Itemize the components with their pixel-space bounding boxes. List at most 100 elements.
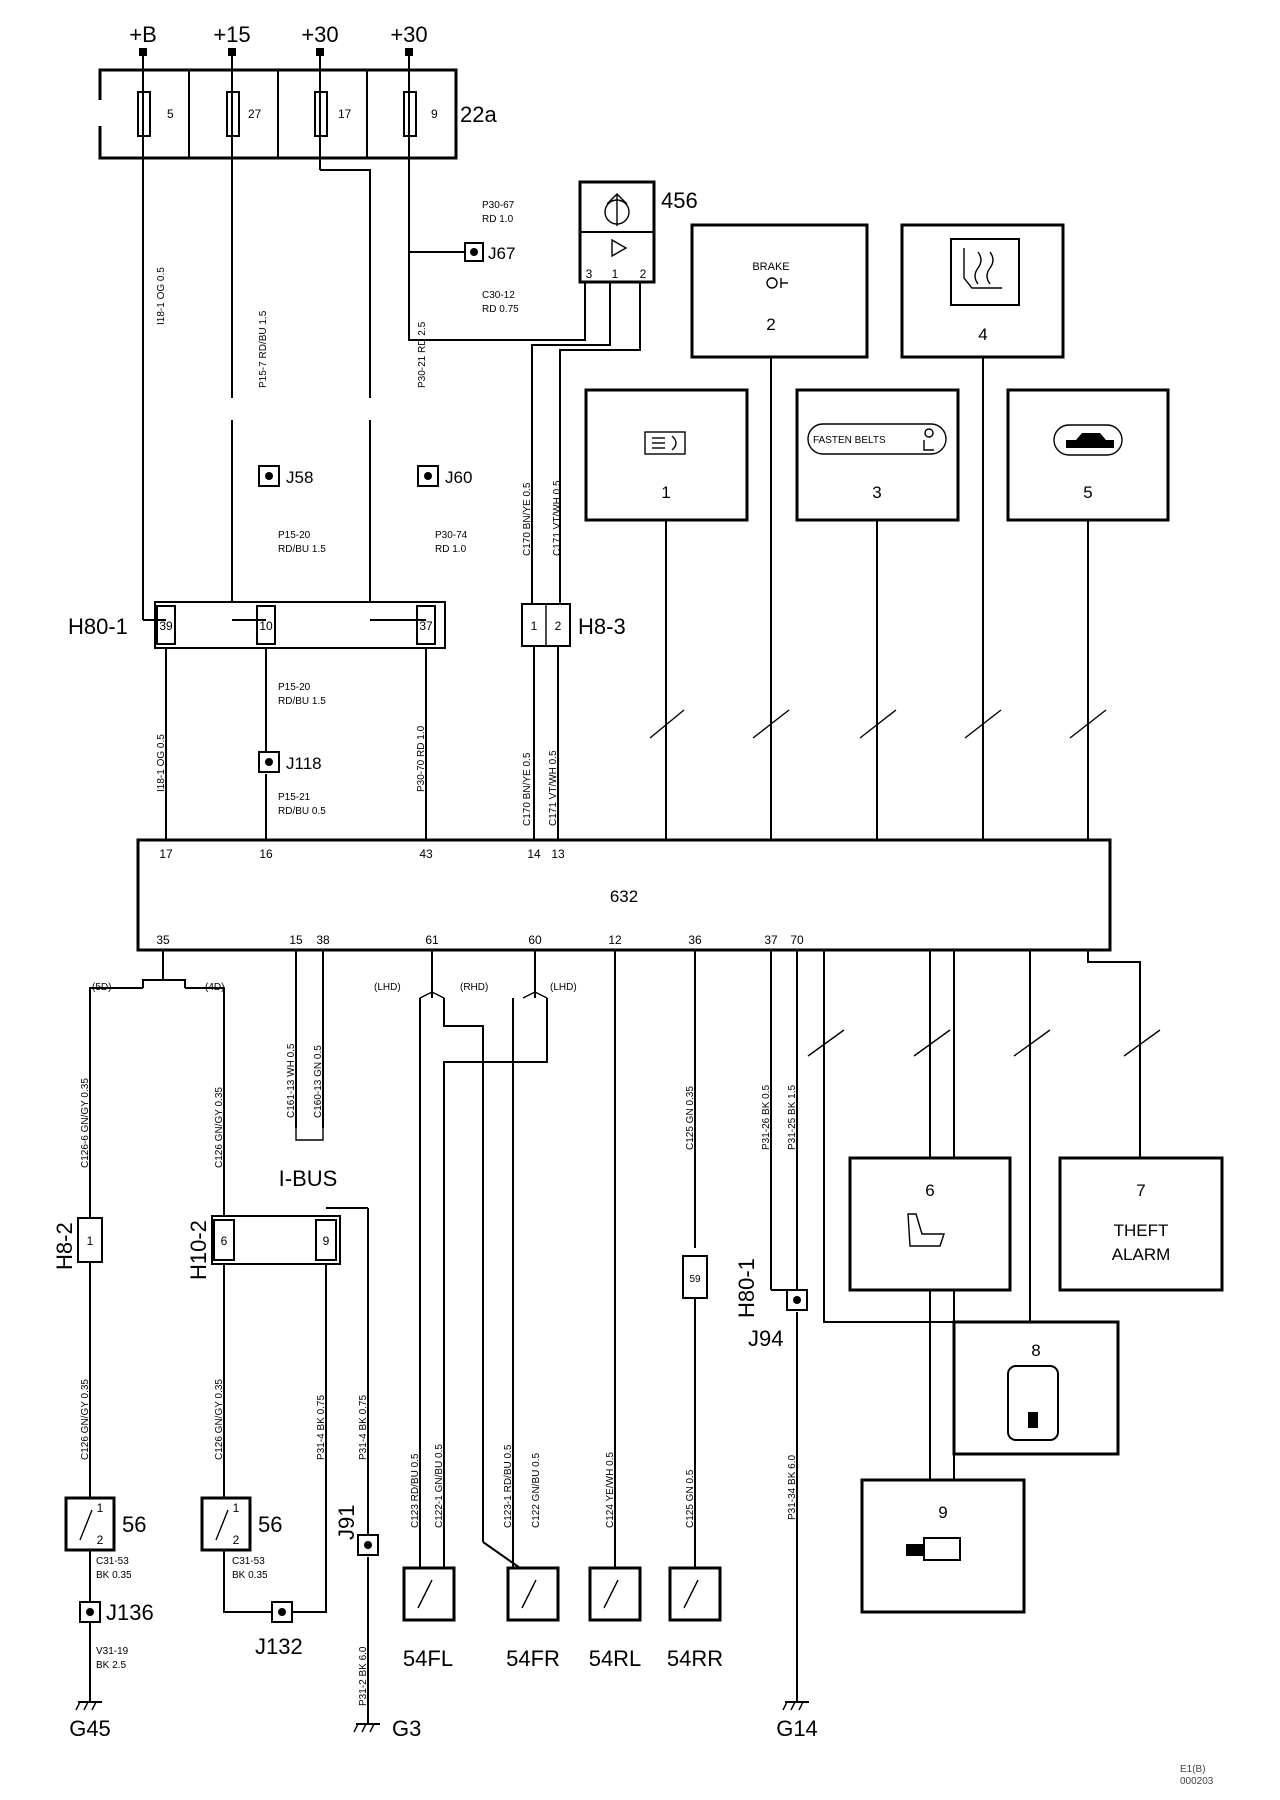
connector-pin: 39 bbox=[159, 619, 173, 633]
indicator-5-car bbox=[1006, 388, 1170, 522]
cu-top-pin: 43 bbox=[419, 847, 433, 861]
switch-pin: 3 bbox=[586, 267, 593, 281]
ground-symbol bbox=[353, 1712, 380, 1733]
connector-label: H80-1 bbox=[68, 614, 128, 639]
junction-label: J58 bbox=[286, 468, 313, 487]
indicator-number: 3 bbox=[872, 483, 881, 502]
switch-56 bbox=[64, 1496, 116, 1552]
junction-label: J132 bbox=[255, 1634, 303, 1659]
variant-label: (4D) bbox=[205, 982, 224, 993]
switch-pin: 2 bbox=[233, 1533, 240, 1547]
switch-56 bbox=[200, 1496, 252, 1552]
switch-pin: 2 bbox=[97, 1533, 104, 1547]
wire-spec: RD/BU 1.5 bbox=[278, 544, 326, 555]
wire-label: C170 BN/YE 0.5 bbox=[522, 752, 533, 826]
wire-label: P30-70 RD 1.0 bbox=[416, 725, 427, 792]
door-switch-label: 54RR bbox=[667, 1646, 723, 1671]
fuse-number: 5 bbox=[167, 107, 174, 121]
wire-label: I18-1 OG 0.5 bbox=[156, 734, 167, 792]
cu-bottom-pin: 35 bbox=[156, 933, 170, 947]
reference-code: 000203 bbox=[1180, 1776, 1214, 1787]
supply-label: +B bbox=[129, 22, 157, 47]
wire-label: C123 RD/BU 0.5 bbox=[410, 1453, 421, 1528]
switch-label: 56 bbox=[258, 1512, 282, 1537]
wire-label: P15-7 RD/BU 1.5 bbox=[258, 310, 269, 388]
connector-pin: 10 bbox=[259, 619, 273, 633]
wire-code: C31-53 bbox=[232, 1556, 265, 1567]
brake-text: BRAKE bbox=[752, 261, 789, 273]
wire-code: P30-67 bbox=[482, 200, 515, 211]
wire-label: P31-34 BK 6.0 bbox=[787, 1455, 798, 1520]
wire-code: P30-74 bbox=[435, 530, 468, 541]
wire-spec: BK 0.35 bbox=[232, 1570, 268, 1581]
junction-j60 bbox=[417, 465, 439, 487]
connector-pin: 59 bbox=[689, 1274, 701, 1285]
indicator-number: 6 bbox=[925, 1181, 934, 1200]
wire-label: P31-2 BK 6.0 bbox=[358, 1646, 369, 1706]
wire-label: C170 BN/YE 0.5 bbox=[522, 482, 533, 556]
indicator-number: 9 bbox=[938, 1503, 947, 1522]
variant-label: (5D) bbox=[92, 982, 111, 993]
wire-label: P31-4 BK 0.75 bbox=[316, 1395, 327, 1460]
junction-j91 bbox=[357, 1534, 379, 1556]
connector-pin: 1 bbox=[531, 619, 538, 633]
indicator-9 bbox=[860, 1478, 1026, 1614]
wire-label: C126 GN/GY 0.35 bbox=[214, 1379, 225, 1460]
reference-code: E1(B) bbox=[1180, 1764, 1206, 1775]
wire-label: C126-6 GN/GY 0.35 bbox=[80, 1078, 91, 1168]
wire-label: C171 VT/WH 0.5 bbox=[552, 480, 563, 556]
connector-label: H8-2 bbox=[52, 1222, 77, 1270]
fuse-box bbox=[98, 68, 458, 160]
fasten-belts-text: FASTEN BELTS bbox=[813, 435, 886, 446]
supply-label: +30 bbox=[390, 22, 427, 47]
wire-label: C123-1 RD/BU 0.5 bbox=[503, 1444, 514, 1528]
wire-spec: BK 0.35 bbox=[96, 1570, 132, 1581]
theft-text: THEFT bbox=[1114, 1221, 1169, 1240]
cu-bottom-pin: 38 bbox=[316, 933, 330, 947]
wire-label: C125 GN 0.35 bbox=[685, 1086, 696, 1150]
cu-bottom-pin: 12 bbox=[608, 933, 622, 947]
cu-bottom-pin: 37 bbox=[764, 933, 778, 947]
connector-label: H10-2 bbox=[186, 1220, 211, 1280]
wire-label: C125 GN 0.5 bbox=[685, 1469, 696, 1528]
switch-label: 56 bbox=[122, 1512, 146, 1537]
wire-spec: BK 2.5 bbox=[96, 1660, 126, 1671]
connector-h10-2 bbox=[211, 1215, 341, 1265]
wire-label: P30-21 RD 2.5 bbox=[417, 321, 428, 388]
switch-pin: 1 bbox=[612, 267, 619, 281]
connector-pin: 1 bbox=[87, 1234, 94, 1248]
cu-top-pin: 16 bbox=[259, 847, 273, 861]
indicator-4-seat-heater bbox=[900, 223, 1065, 359]
cu-bottom-pin: 61 bbox=[425, 933, 439, 947]
wire-code: P15-21 bbox=[278, 792, 311, 803]
switch-pin: 2 bbox=[640, 267, 647, 281]
junction-j67 bbox=[464, 242, 484, 262]
junction-j136 bbox=[79, 1601, 101, 1623]
junction-label: J91 bbox=[334, 1505, 359, 1540]
switch-456-label: 456 bbox=[661, 188, 698, 213]
variant-label: (RHD) bbox=[460, 982, 488, 993]
wire-spec: RD 0.75 bbox=[482, 304, 519, 315]
indicator-6-seat bbox=[848, 1156, 1012, 1292]
ground-symbol bbox=[75, 1690, 102, 1711]
wire-label: P31-25 BK 1.5 bbox=[787, 1085, 798, 1150]
junction-j118 bbox=[258, 751, 280, 773]
wire-label: C126 GN/GY 0.35 bbox=[214, 1087, 225, 1168]
connector-pin: 6 bbox=[221, 1234, 228, 1248]
junction-label: J136 bbox=[106, 1600, 154, 1625]
wire-label: C124 YE/WH 0.5 bbox=[605, 1452, 616, 1528]
mid-wires bbox=[143, 619, 559, 840]
door-switch-label: 54FL bbox=[403, 1646, 453, 1671]
fuse-number: 27 bbox=[248, 107, 262, 121]
indicator-3-fasten-belts bbox=[795, 388, 960, 522]
fuse-number: 17 bbox=[338, 107, 352, 121]
wire-label: C122-1 GN/BU 0.5 bbox=[434, 1444, 445, 1528]
upper-wires bbox=[142, 56, 641, 620]
wire-label: C171 VT/WH 0.5 bbox=[548, 750, 559, 826]
switch-pin: 1 bbox=[97, 1501, 104, 1515]
indicator-number: 2 bbox=[766, 315, 775, 334]
cu-top-pin: 13 bbox=[551, 847, 565, 861]
control-unit-632 bbox=[136, 838, 1112, 952]
connector-h8-2 bbox=[77, 1217, 103, 1263]
